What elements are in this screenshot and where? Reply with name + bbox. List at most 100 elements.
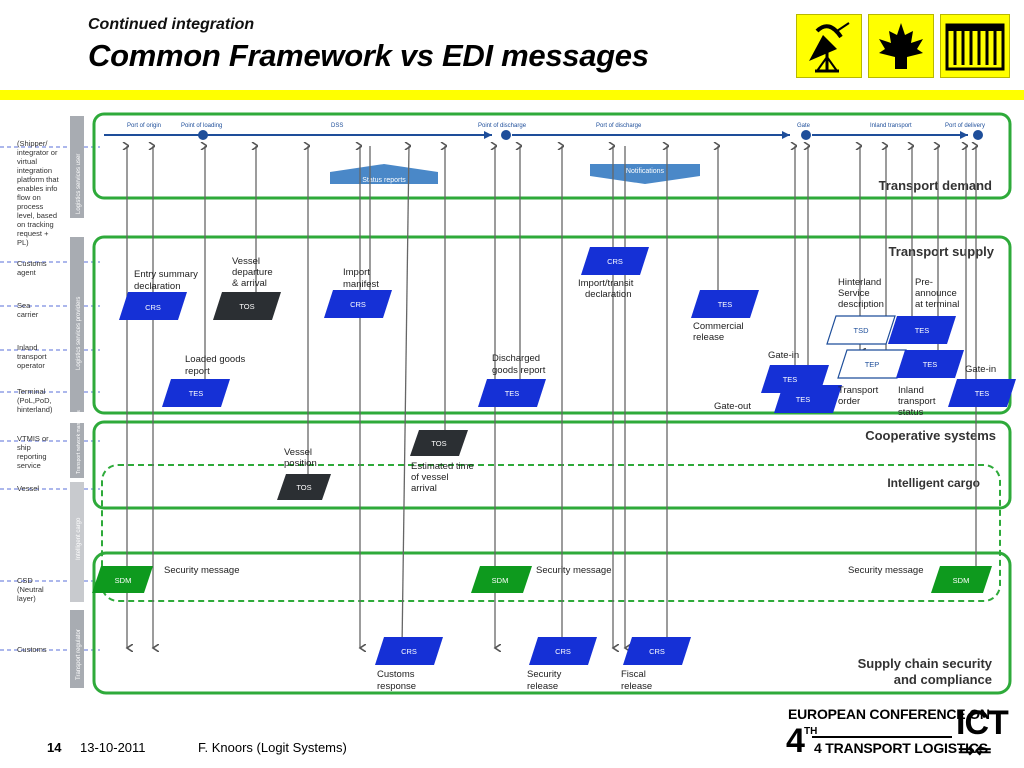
- svg-text:TEP: TEP: [865, 360, 880, 369]
- svg-text:CRS: CRS: [649, 647, 665, 656]
- msg-tes-commercial-release: TES: [691, 290, 759, 318]
- timeline: Port of origin Point of loading DSS Poin…: [104, 123, 985, 140]
- zone-cooperative-systems: [92, 420, 1012, 510]
- svg-text:CRS: CRS: [555, 647, 571, 656]
- timeline-port-of-delivery: Port of delivery: [945, 123, 985, 129]
- conference-logo: EUROPEAN CONFERENCE ON 4 TH 4 TRANSPORT …: [786, 704, 1014, 764]
- conference-ordinal: TH: [804, 726, 818, 737]
- msg-tep-transport-order: TEP: [837, 349, 907, 379]
- timeline-gate: Gate: [797, 123, 811, 129]
- zone-transport-demand: [92, 112, 1012, 200]
- svg-text:TES: TES: [923, 360, 938, 369]
- actor-row-lines: [0, 146, 100, 651]
- svg-text:SDM: SDM: [953, 576, 970, 585]
- side-label-cargo: Intelligent cargo: [76, 517, 82, 560]
- conference-line-1: EUROPEAN CONFERENCE ON: [788, 706, 990, 722]
- svg-text:CRS: CRS: [350, 300, 366, 309]
- msg-tes-gate-in-2: TES: [948, 379, 1016, 407]
- label-security-message-2: Security message: [536, 565, 612, 576]
- msg-tes-inland-status: TES: [896, 350, 964, 378]
- msg-crs-import-manifest: CRS: [324, 290, 392, 318]
- svg-text:Status reports: Status reports: [362, 177, 406, 184]
- zone-security: [92, 551, 1012, 695]
- conference-arrows-icon: ⇒⇐: [958, 740, 992, 762]
- maple-leaf-icon: [868, 14, 934, 78]
- msg-tes-gate-out: TES: [774, 385, 842, 413]
- svg-text:CRS: CRS: [145, 303, 161, 312]
- msg-crs-fiscal-release: CRS: [623, 637, 691, 665]
- msg-tes-loaded-goods: TES: [162, 379, 230, 407]
- svg-text:TES: TES: [975, 389, 990, 398]
- conference-line-2: 4 TRANSPORT LOGISTICS: [814, 740, 988, 756]
- zone-title-security-2: and compliance: [894, 672, 992, 687]
- notifications-arrow: Notifications: [590, 164, 700, 184]
- msg-tos-eta: TOS: [410, 430, 468, 456]
- zone-title-cargo: Intelligent cargo: [887, 476, 980, 490]
- header-divider: [0, 90, 1024, 100]
- msg-tes-pre-announce: TES: [888, 316, 956, 344]
- msg-sdm-2: SDM: [471, 566, 532, 593]
- label-security-message-1: Security message: [164, 565, 240, 576]
- zone-transport-supply: [92, 235, 1012, 415]
- svg-text:TES: TES: [189, 389, 204, 398]
- status-reports-arrow: Status reports: [330, 164, 438, 184]
- svg-text:SDM: SDM: [492, 576, 509, 585]
- zone-title-supply: Transport supply: [889, 244, 995, 259]
- side-label-user: Logistics services user: [76, 154, 82, 214]
- conference-rule: [812, 724, 952, 738]
- svg-text:TES: TES: [783, 375, 798, 384]
- msg-crs-security-release: CRS: [529, 637, 597, 665]
- timeline-point-of-loading: Point of loading: [181, 123, 222, 129]
- slide-subtitle: Continued integration: [88, 16, 255, 33]
- shipping-container-icon: [940, 14, 1010, 78]
- zone-intelligent-cargo: [101, 464, 1001, 602]
- actor-terminal: Terminal(PoL,PoD,hinterland): [17, 387, 53, 414]
- msg-tos-vessel-departure: TOS: [213, 292, 281, 320]
- slide-title: Common Framework vs EDI messages: [88, 38, 649, 73]
- radar-antenna-icon: [796, 14, 862, 78]
- timeline-point-of-discharge: Point of discharge: [478, 123, 527, 129]
- svg-text:TOS: TOS: [239, 302, 254, 311]
- zone-title-demand: Transport demand: [879, 178, 992, 193]
- timeline-port-of-origin: Port of origin: [127, 123, 161, 129]
- svg-text:Notifications: Notifications: [626, 168, 665, 175]
- actor-customs: Customs: [17, 645, 47, 654]
- svg-text:TOS: TOS: [296, 483, 311, 492]
- msg-sdm-3: SDM: [931, 566, 992, 593]
- label-gate-in-2: Gate-in: [965, 364, 996, 375]
- svg-text:CRS: CRS: [607, 257, 623, 266]
- msg-crs-entry-summary: CRS: [119, 292, 187, 320]
- timeline-port-of-discharge: Port of discharge: [596, 123, 642, 129]
- actor-vessel: Vessel: [17, 484, 39, 493]
- label-gate-out: Gate-out: [714, 401, 751, 412]
- footer-author: F. Knoors (Logit Systems): [198, 740, 347, 755]
- msg-sdm-1: SDM: [92, 566, 153, 593]
- msg-tos-vessel-position: TOS: [277, 474, 331, 500]
- svg-text:TES: TES: [915, 326, 930, 335]
- timeline-inland-transport: Inland transport: [870, 123, 912, 129]
- svg-text:TOS: TOS: [431, 439, 446, 448]
- side-label-bars: Logistics services user Logistics servic…: [70, 116, 84, 688]
- msg-crs-import-transit: CRS: [581, 247, 649, 275]
- msg-tsd-hinterland: TSD: [826, 315, 896, 345]
